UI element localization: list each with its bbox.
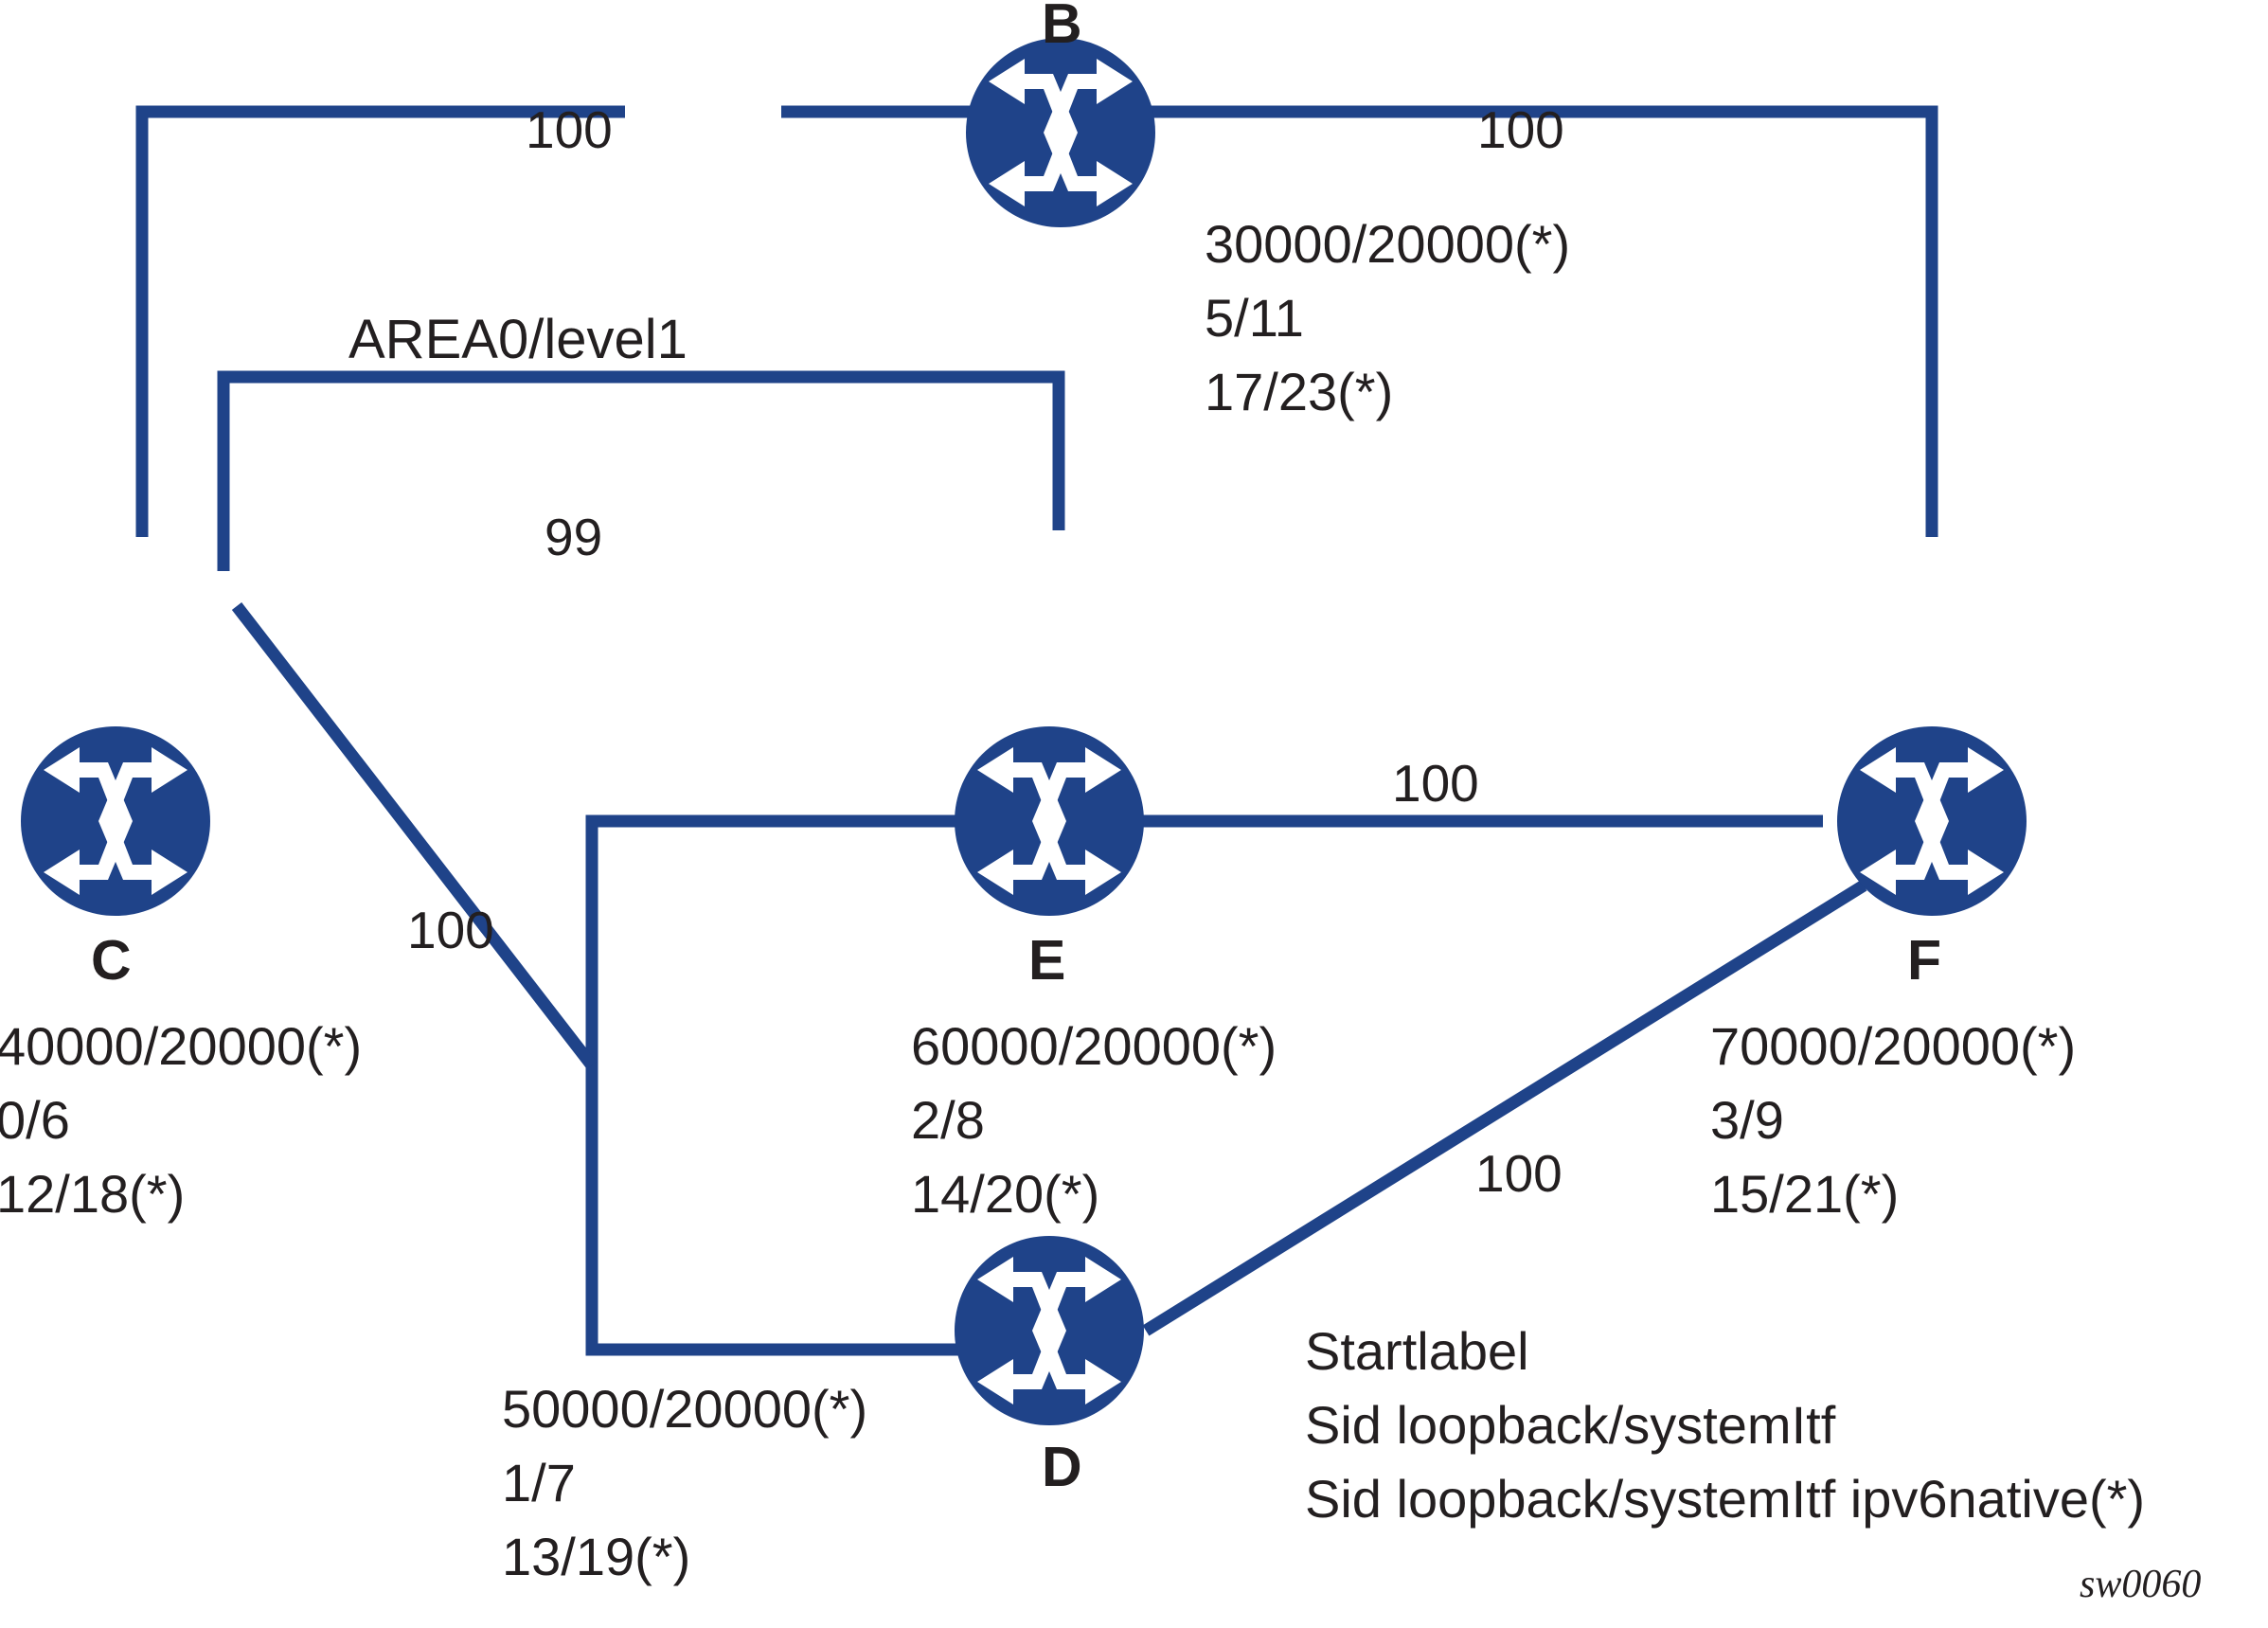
node-c[interactable] bbox=[21, 726, 210, 916]
link-c-e bbox=[217, 370, 1065, 571]
node-details-f-line-3: 15/21(*) bbox=[1710, 1164, 1900, 1224]
legend-line-sid-loopback: Sid loopback/systemItf bbox=[1305, 1395, 1836, 1455]
area-label: AREA0/level1 bbox=[348, 309, 688, 370]
link-cost-c-e: 99 bbox=[545, 508, 603, 566]
node-f[interactable] bbox=[1837, 726, 2027, 916]
link-cost-c-d: 100 bbox=[407, 901, 494, 959]
link-e-d bbox=[585, 814, 980, 1356]
watermark: sw0060 bbox=[2080, 1563, 2202, 1606]
node-details-e-line-2: 2/8 bbox=[911, 1090, 985, 1150]
node-b[interactable] bbox=[966, 38, 1155, 227]
node-details-e-line-3: 14/20(*) bbox=[911, 1164, 1100, 1224]
node-details-f: 70000/20000(*) 3/9 15/21(*) bbox=[1710, 1015, 2076, 1237]
node-details-e-line-1: 60000/20000(*) bbox=[911, 1016, 1277, 1076]
node-e[interactable] bbox=[955, 726, 1144, 916]
legend: Startlabel Sid loopback/systemItf Sid lo… bbox=[1305, 1320, 2145, 1542]
link-cost-c-b: 100 bbox=[526, 100, 613, 159]
link-layer bbox=[135, 105, 1938, 1356]
node-details-f-line-1: 70000/20000(*) bbox=[1710, 1016, 2077, 1076]
node-details-c-line-3: 12/18(*) bbox=[0, 1164, 186, 1224]
node-label-b: B bbox=[1042, 0, 1082, 55]
legend-line-sid-loopback-ipv6: Sid loopback/systemItf ipv6native(*) bbox=[1305, 1469, 2146, 1529]
link-c-b bbox=[135, 105, 625, 537]
link-b-f bbox=[781, 105, 1938, 537]
node-details-c-line-2: 0/6 bbox=[0, 1090, 70, 1150]
link-cost-e-f: 100 bbox=[1392, 754, 1479, 813]
node-details-f-line-2: 3/9 bbox=[1710, 1090, 1784, 1150]
node-details-b-line-1: 30000/20000(*) bbox=[1205, 214, 1571, 274]
node-label-e: E bbox=[1028, 929, 1066, 992]
legend-line-startlabel: Startlabel bbox=[1305, 1321, 1529, 1381]
link-cost-b-f: 100 bbox=[1477, 100, 1564, 159]
node-d[interactable] bbox=[955, 1236, 1144, 1425]
node-details-b: 30000/20000(*) 5/11 17/23(*) bbox=[1205, 213, 1570, 435]
node-details-d-line-2: 1/7 bbox=[502, 1453, 576, 1512]
node-details-c-line-1: 40000/20000(*) bbox=[0, 1016, 363, 1076]
node-details-d: 50000/20000(*) 1/7 13/19(*) bbox=[502, 1378, 867, 1600]
node-details-c: 40000/20000(*) 0/6 12/18(*) bbox=[0, 1015, 362, 1237]
link-d-f bbox=[1142, 880, 1867, 1336]
node-details-d-line-1: 50000/20000(*) bbox=[502, 1379, 868, 1439]
node-details-b-line-3: 17/23(*) bbox=[1205, 362, 1394, 421]
link-c-d bbox=[231, 602, 598, 1069]
node-label-f: F bbox=[1907, 929, 1942, 992]
node-details-b-line-2: 5/11 bbox=[1205, 288, 1304, 348]
node-details-d-line-3: 13/19(*) bbox=[502, 1527, 691, 1586]
node-label-c: C bbox=[91, 929, 132, 992]
node-details-e: 60000/20000(*) 2/8 14/20(*) bbox=[911, 1015, 1277, 1237]
node-label-d: D bbox=[1042, 1436, 1082, 1498]
link-cost-d-f: 100 bbox=[1475, 1144, 1563, 1203]
